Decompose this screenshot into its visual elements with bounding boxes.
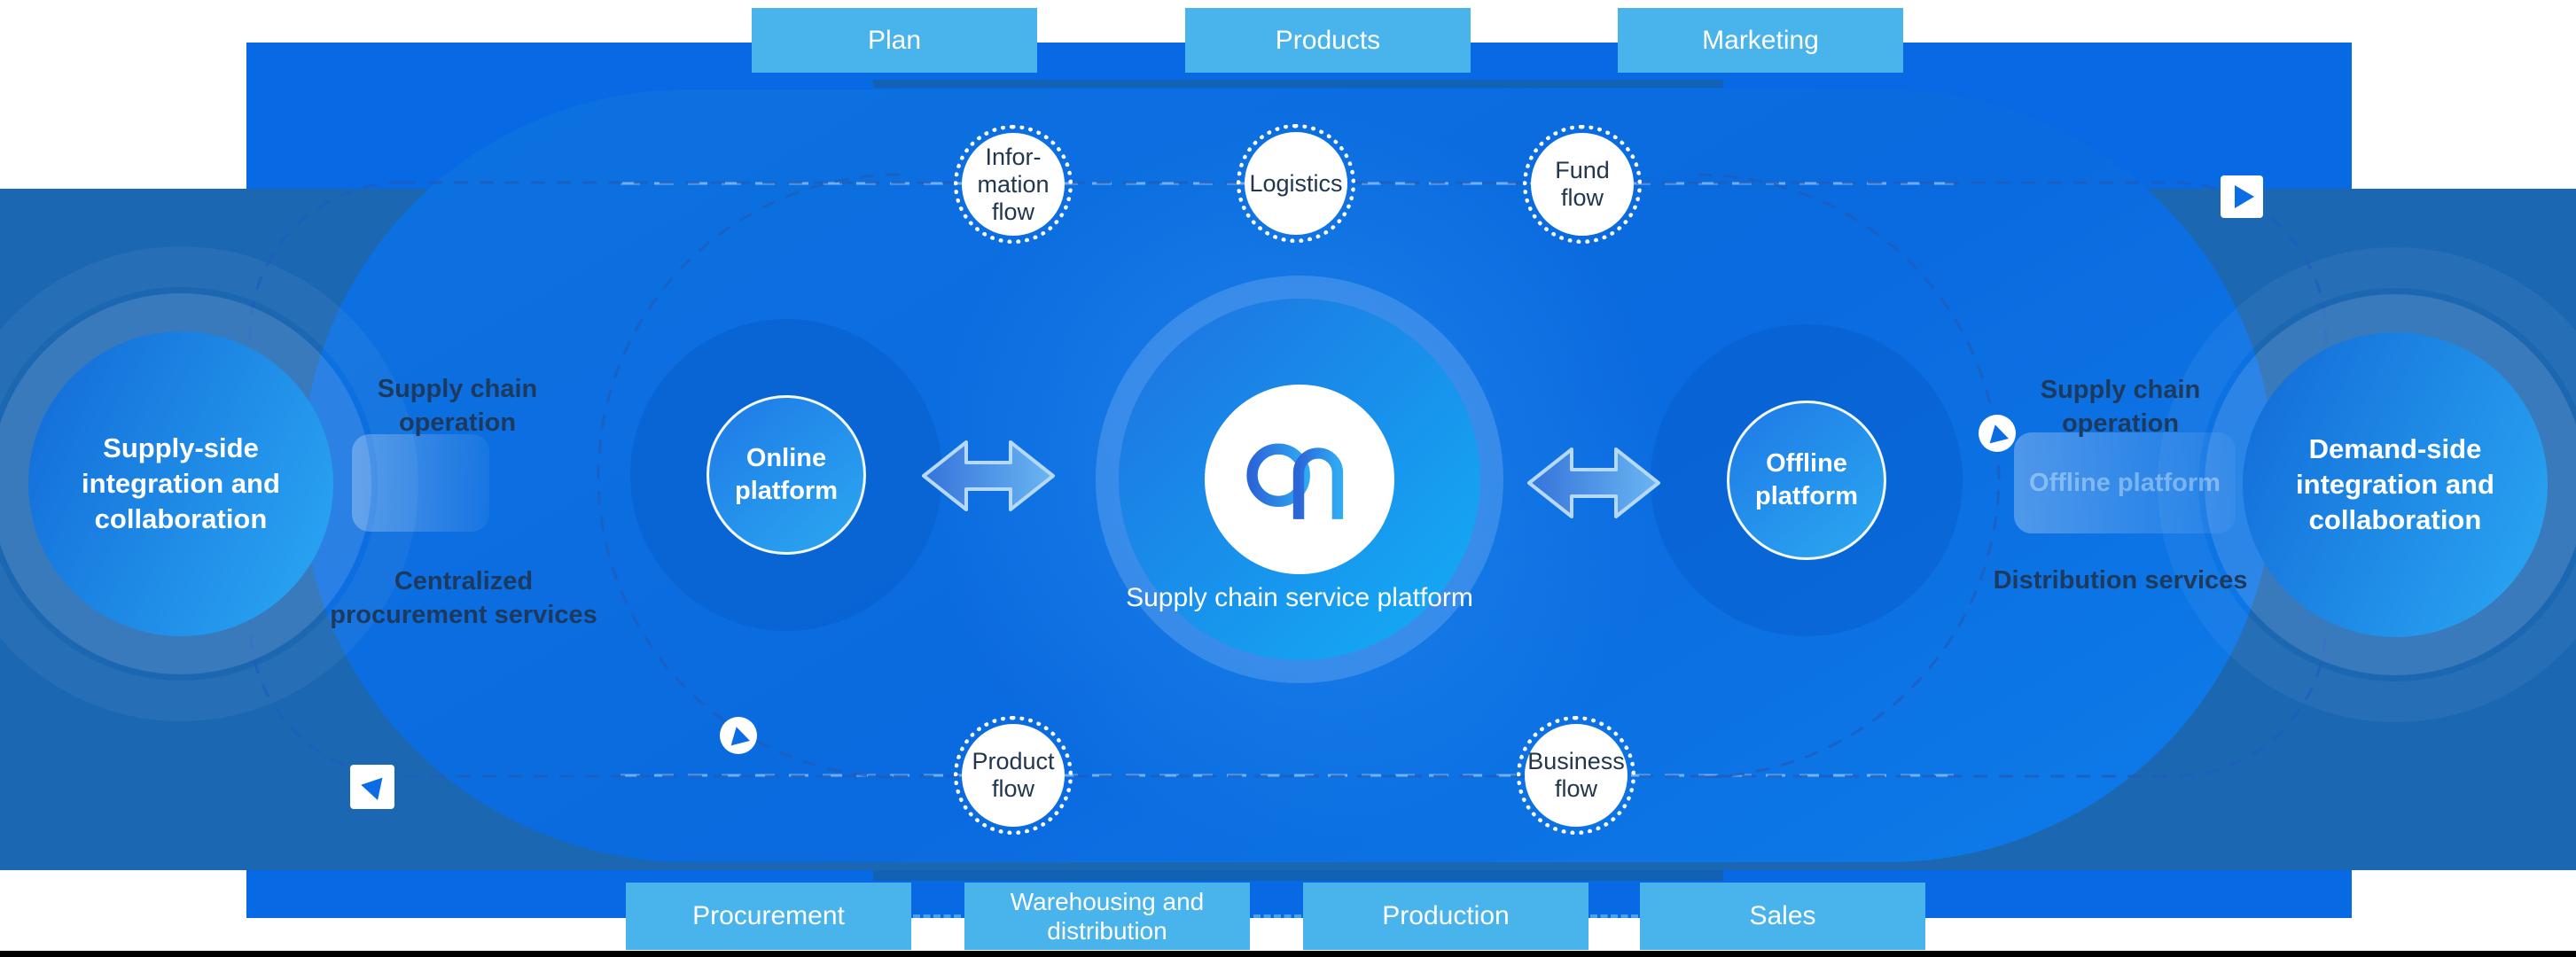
- online-platform-circle: Online platform: [706, 395, 866, 555]
- demand-side-line1: Demand-side: [2308, 433, 2482, 464]
- center-logo-circle: [1205, 385, 1394, 574]
- dashed-connector-3: [1590, 914, 1638, 918]
- dashed-connector-1: [913, 914, 961, 918]
- top-shadow-strip: [873, 80, 1723, 88]
- label-centralized-procurement: Centralized procurement services: [330, 567, 597, 629]
- demand-side-line2: integration and: [2296, 469, 2494, 500]
- ghost-button-label: Offline platform: [2029, 468, 2221, 497]
- tab-sales[interactable]: Sales: [1640, 883, 1925, 950]
- bottom-black-bar: [0, 951, 2576, 957]
- badge-product-flow: Product flow: [954, 716, 1073, 835]
- triangle-left-icon[interactable]: [350, 765, 394, 809]
- ea-logo-icon: [1246, 443, 1344, 519]
- play-right-icon[interactable]: [2221, 175, 2263, 218]
- supply-side-line3: collaboration: [94, 503, 268, 534]
- label-supply-chain-operation-left: Supply chain operation: [377, 375, 538, 437]
- tab-production[interactable]: Production: [1303, 883, 1589, 950]
- ghost-button-left[interactable]: [352, 434, 489, 532]
- supply-side-circle: Supply-side integration and collaboratio…: [28, 331, 333, 636]
- orbit-triangle-up-icon-left[interactable]: [720, 717, 757, 754]
- dashed-connector-2: [1253, 914, 1301, 918]
- center-caption: Supply chain service platform: [1126, 583, 1473, 612]
- label-distribution-services: Distribution services: [1993, 566, 2248, 595]
- offline-platform-circle: Offline platform: [1727, 401, 1886, 560]
- orbit-triangle-up-icon-right[interactable]: [1979, 415, 2016, 452]
- badge-logistics: Logistics: [1237, 124, 1355, 243]
- badge-information-flow: Infor- mation flow: [954, 125, 1073, 244]
- bottom-shadow-strip: [873, 870, 1723, 881]
- tab-marketing[interactable]: Marketing: [1618, 8, 1903, 73]
- badge-fund-flow: Fund flow: [1523, 125, 1642, 244]
- tab-plan[interactable]: Plan: [752, 8, 1037, 73]
- tab-warehousing-distribution[interactable]: Warehousing and distribution: [964, 883, 1250, 950]
- supply-side-line1: Supply-side: [103, 432, 259, 463]
- tab-products[interactable]: Products: [1185, 8, 1471, 73]
- supply-side-line2: integration and: [82, 468, 280, 499]
- demand-side-circle: Demand-side integration and collaboratio…: [2243, 332, 2548, 637]
- tab-procurement[interactable]: Procurement: [626, 883, 911, 950]
- badge-business-flow: Business flow: [1517, 716, 1635, 835]
- demand-side-line3: collaboration: [2308, 504, 2482, 535]
- label-supply-chain-operation-right: Supply chain operation: [2040, 376, 2201, 438]
- ghost-button-offline-platform[interactable]: Offline platform: [2014, 432, 2236, 533]
